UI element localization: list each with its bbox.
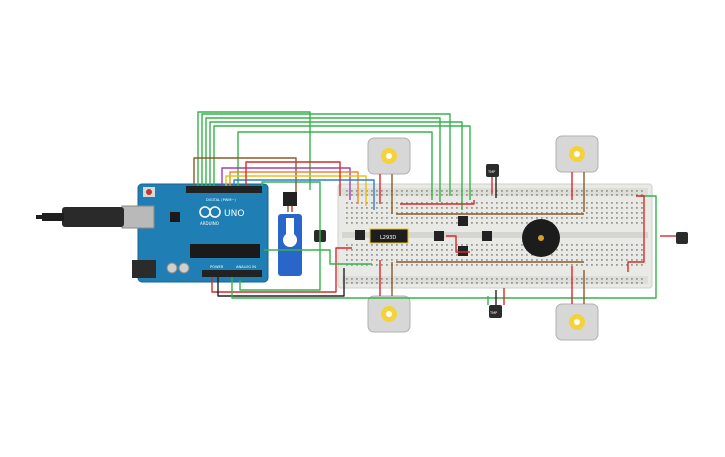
arduino-logo-icon (199, 206, 221, 218)
wires (193, 111, 676, 305)
wire-28[interactable] (400, 200, 475, 205)
wire-3[interactable] (213, 125, 471, 200)
arduino-uno-board[interactable]: UNO ARDUINO DIGITAL (PWM~) POWER ANALOG … (121, 183, 269, 283)
motor-driver-ic[interactable]: L293D (369, 228, 409, 244)
ic-label: L293D (380, 235, 396, 241)
wire-9[interactable] (229, 171, 359, 204)
wire-1[interactable] (205, 117, 441, 202)
wire-12[interactable] (245, 161, 341, 196)
wire-6[interactable] (197, 111, 311, 190)
wire-16[interactable] (627, 195, 645, 272)
atmega-chip (190, 244, 260, 258)
power-header-label: POWER (210, 265, 224, 269)
sensor-top-label: TMP (487, 170, 495, 174)
wire-0[interactable] (201, 113, 451, 196)
wire-7[interactable] (193, 157, 297, 192)
wire-17[interactable] (264, 249, 372, 265)
usb-port (121, 205, 155, 229)
sensor-bottom-label: TMP (489, 311, 497, 315)
board-logo-text: ARDUINO (200, 221, 219, 226)
wire-4[interactable] (237, 131, 433, 200)
analog-header-label: ANALOG IN (236, 265, 256, 269)
board-brand: UNO (224, 209, 244, 219)
digital-header-label: DIGITAL (PWM~) (206, 198, 236, 202)
usb-cable (36, 207, 124, 227)
wire-11[interactable] (233, 179, 375, 210)
analog-power-header (202, 270, 262, 277)
wire-8[interactable] (221, 167, 351, 200)
servo-motor[interactable] (278, 192, 302, 276)
wire-29[interactable] (446, 235, 470, 253)
dc-motor-bottom-right[interactable] (555, 303, 599, 341)
capacitor (166, 262, 178, 274)
digital-header (186, 186, 262, 193)
temperature-sensor-bottom[interactable]: TMP (489, 305, 502, 318)
dc-motor-top-right[interactable] (555, 135, 599, 173)
power-jack (132, 260, 156, 278)
wire-5[interactable] (239, 181, 321, 291)
wire-10[interactable] (225, 175, 367, 206)
piezo-buzzer[interactable] (522, 219, 560, 257)
wire-13[interactable] (211, 247, 352, 293)
dc-motor-top-left[interactable] (367, 137, 411, 175)
capacitor (178, 262, 190, 274)
wire-15[interactable] (231, 195, 657, 299)
wire-2[interactable] (209, 121, 463, 210)
photo-sensor-right[interactable] (676, 232, 688, 244)
push-buttons[interactable] (355, 216, 492, 256)
dc-motor-bottom-left[interactable] (367, 295, 411, 333)
wire-14[interactable] (217, 268, 345, 297)
temperature-sensor-top[interactable]: TMP (486, 164, 499, 177)
